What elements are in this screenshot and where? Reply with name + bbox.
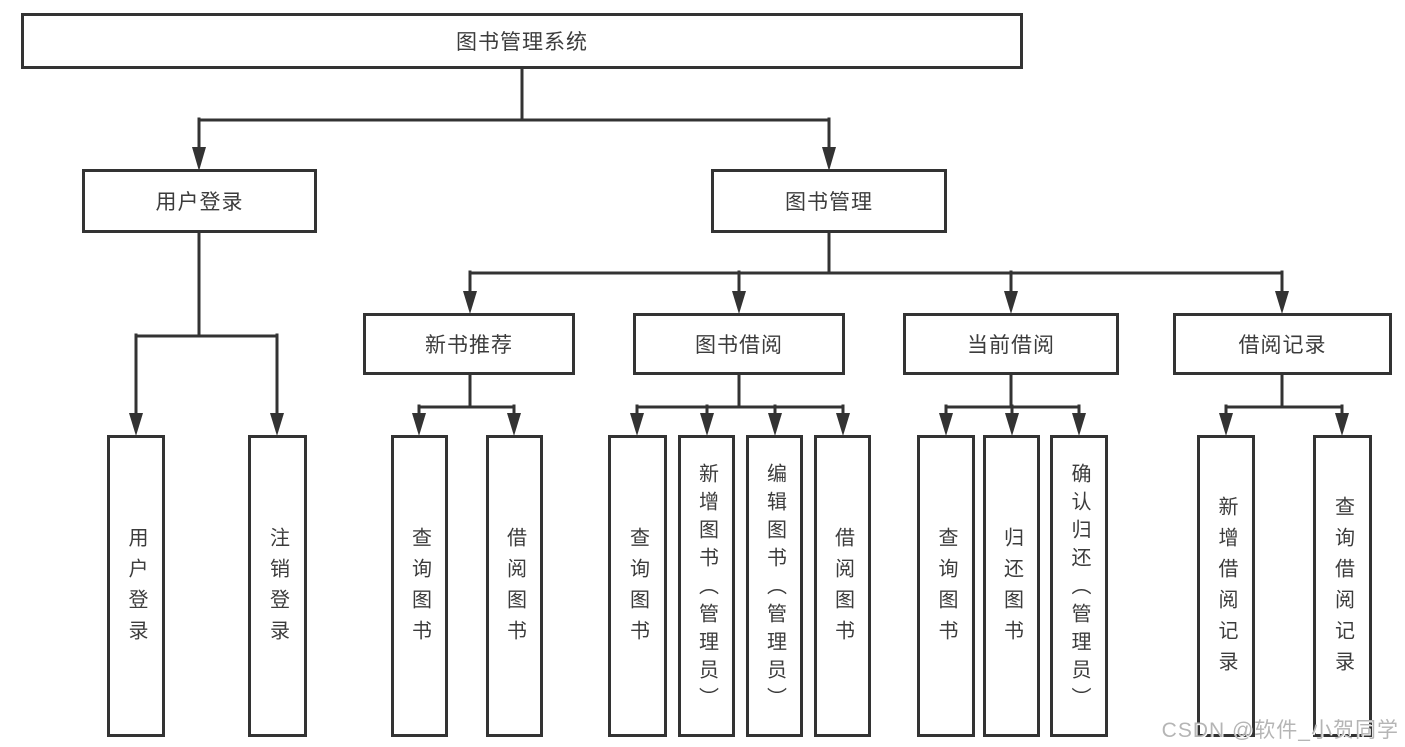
node-leaf-query-borrow-record: 查询借阅记录 [1313, 435, 1372, 737]
node-leaf-borrow-books-2: 借阅图书 [814, 435, 871, 737]
node-borrowing-records: 借阅记录 [1173, 313, 1392, 375]
node-leaf-edit-books-admin: 编辑图书（管理员） [746, 435, 803, 737]
node-leaf-query-books-2: 查询图书 [608, 435, 667, 737]
node-leaf-user-login: 用户登录 [107, 435, 165, 737]
node-new-book-recommendation: 新书推荐 [363, 313, 575, 375]
node-leaf-borrow-books-1: 借阅图书 [486, 435, 543, 737]
node-leaf-logout: 注销登录 [248, 435, 307, 737]
node-leaf-confirm-return-admin: 确认归还（管理员） [1050, 435, 1108, 737]
node-leaf-add-books-admin: 新增图书（管理员） [678, 435, 735, 737]
node-user-login: 用户登录 [82, 169, 317, 233]
node-current-borrowing: 当前借阅 [903, 313, 1119, 375]
node-leaf-add-borrow-record: 新增借阅记录 [1197, 435, 1255, 737]
node-library-management-system: 图书管理系统 [21, 13, 1023, 69]
csdn-watermark: CSDN @软件_小贺同学 [1161, 719, 1399, 742]
node-book-borrowing: 图书借阅 [633, 313, 845, 375]
node-leaf-query-books-1: 查询图书 [391, 435, 448, 737]
node-leaf-return-books: 归还图书 [983, 435, 1040, 737]
node-book-management: 图书管理 [711, 169, 947, 233]
node-leaf-query-books-3: 查询图书 [917, 435, 975, 737]
